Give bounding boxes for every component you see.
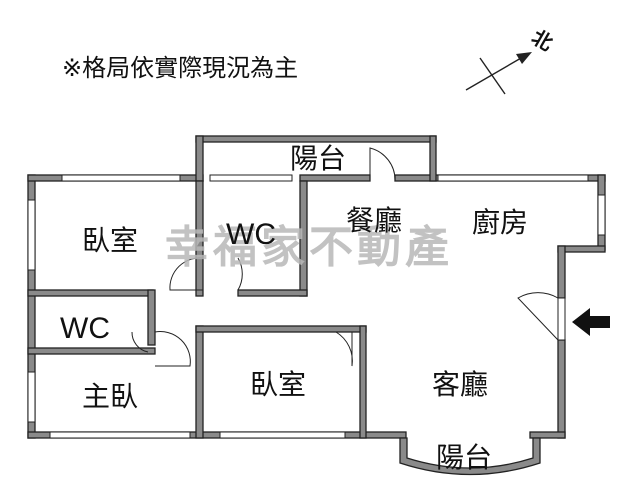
arrow-left-icon bbox=[572, 308, 610, 336]
room-living: 客廳 bbox=[432, 368, 488, 401]
room-bedroom-top: 臥室 bbox=[82, 224, 138, 257]
compass-label: 北 bbox=[528, 25, 557, 56]
windows bbox=[27, 174, 606, 439]
room-balcony-top: 陽台 bbox=[290, 142, 346, 175]
room-kitchen: 廚房 bbox=[472, 206, 528, 239]
doors bbox=[131, 147, 566, 367]
walls bbox=[27, 135, 606, 476]
room-dining: 餐廳 bbox=[346, 204, 402, 237]
room-wc-left: WC bbox=[60, 312, 110, 345]
room-balcony-bottom: 陽台 bbox=[436, 441, 492, 474]
watermark: 幸福家不動產 bbox=[165, 222, 453, 273]
compass-north-icon: 北 bbox=[465, 25, 557, 95]
room-bedroom-mid: 臥室 bbox=[250, 368, 306, 401]
layout-note: ※格局依實際現況為主 bbox=[62, 54, 298, 82]
room-wc-top: WC bbox=[226, 218, 276, 251]
room-master: 主臥 bbox=[82, 380, 138, 413]
